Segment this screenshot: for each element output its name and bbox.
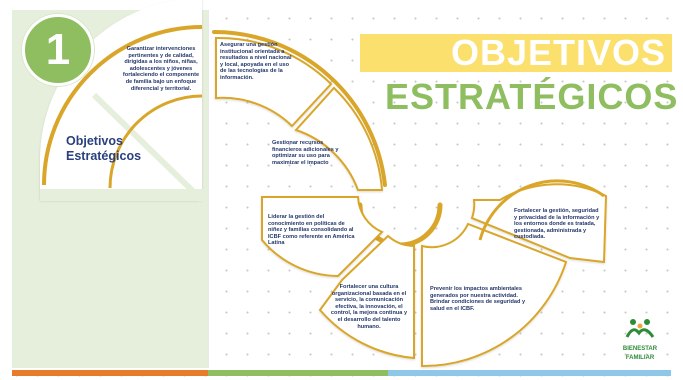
left-fan-inner-panel (50, 36, 202, 188)
bottom-bar-green (208, 370, 388, 376)
divider (208, 10, 209, 368)
title-line2: ESTRATÉGICOS (385, 76, 679, 117)
section-number-badge: 1 (22, 14, 94, 86)
segment-riesgos-text: Prevenir los impactos ambientales genera… (430, 286, 526, 312)
logo-line2: FAMILIAR (625, 355, 655, 361)
bienestar-familiar-logo: BIENESTAR FAMILIAR (615, 317, 665, 362)
segment-seguridad-text: Fortalecer la gestión, seguridad y priva… (514, 208, 600, 241)
title-banner: OBJETIVOS (360, 32, 672, 73)
logo-line1: BIENESTAR (622, 346, 658, 352)
left-fan-inner-arc (108, 94, 203, 189)
segment-conocimiento-text: Liderar la gestión del conocimiento en p… (268, 214, 355, 247)
ring-right-outer (478, 179, 605, 241)
title-line1: OBJETIVOS (450, 32, 666, 73)
segment-gestion-text: Asegurar una gestión institucional orien… (220, 42, 292, 81)
ring-outer (212, 30, 387, 187)
logo-family-icon (625, 319, 655, 338)
segment-riesgos-shape (421, 222, 568, 368)
left-fan-ring (42, 25, 203, 186)
segment-garantizar-text: Garantizar intervenciones pertinentes y … (122, 46, 200, 92)
bottom-bar-orange (12, 370, 208, 376)
segment-cultura-text: Fortalecer una cultura organizacional ba… (330, 284, 408, 330)
segment-gestion-shape (215, 36, 333, 128)
left-fan-bottom-cover (40, 189, 208, 201)
segment-recursos-shape (294, 86, 384, 191)
segment-cultura-shape (318, 234, 415, 360)
bottom-bar-blue (388, 370, 671, 376)
left-title: Objetivos Estratégicos (66, 134, 176, 164)
segment-conocimiento-shape (261, 196, 384, 278)
left-title-line2: Estratégicos (66, 149, 142, 163)
segment-seguridad-shape (470, 183, 608, 264)
segment-recursos-text: Gestionar recursos financieros adicional… (272, 140, 339, 166)
left-title-line1: Objetivos (66, 134, 123, 148)
